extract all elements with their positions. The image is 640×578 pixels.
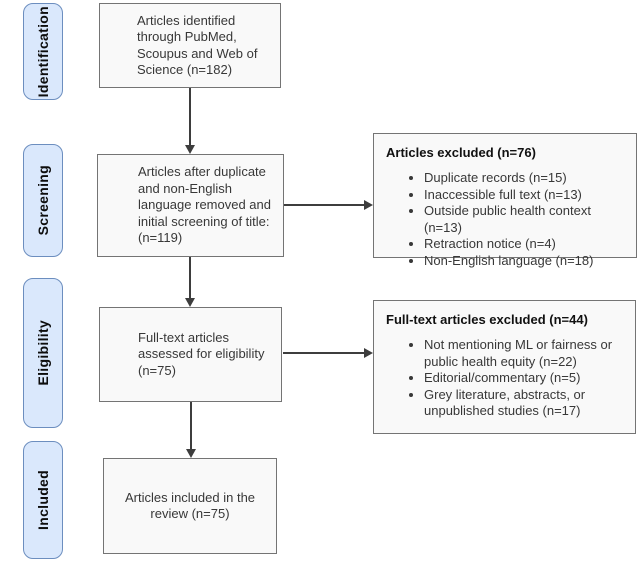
list-item: Editorial/commentary (n=5)	[424, 370, 627, 387]
box-articles-included-text: Articles included in the review (n=75)	[124, 489, 256, 522]
box-articles-excluded: Articles excluded (n=76) Duplicate recor…	[373, 133, 637, 268]
stage-label-identification-text: Identification	[35, 5, 51, 98]
arrow-screened-to-assessed	[185, 257, 195, 307]
arrowhead-right-icon	[364, 348, 373, 358]
list-item: Not mentioning ML or fairness or public …	[424, 337, 627, 370]
box-articles-included: Articles included in the review (n=75)	[103, 458, 277, 554]
box-articles-excluded-title: Articles excluded (n=76)	[386, 145, 536, 160]
stage-label-screening-text: Screening	[35, 165, 51, 236]
arrow-line	[284, 204, 365, 206]
arrow-line	[189, 88, 191, 146]
arrow-assessed-to-included	[186, 402, 196, 458]
arrow-screened-to-excluded	[284, 200, 373, 210]
list-item: Duplicate records (n=15)	[424, 170, 628, 187]
stage-label-included-text: Included	[35, 470, 51, 530]
arrow-identified-to-screened	[185, 88, 195, 154]
box-articles-identified-text: Articles identified through PubMed, Scou…	[137, 12, 258, 78]
arrow-assessed-to-excluded	[283, 348, 373, 358]
stage-label-eligibility-text: Eligibility	[35, 320, 51, 386]
arrowhead-down-icon	[185, 145, 195, 154]
arrowhead-right-icon	[364, 200, 373, 210]
arrow-line	[190, 402, 192, 450]
box-full-text-excluded-title: Full-text articles excluded (n=44)	[386, 312, 588, 327]
box-articles-screened: Articles after duplicate and non-English…	[97, 154, 284, 257]
stage-label-screening: Screening	[23, 144, 63, 257]
box-full-text-assessed: Full-text articles assessed for eligibil…	[99, 307, 282, 402]
arrow-line	[189, 257, 191, 299]
arrow-line	[283, 352, 365, 354]
stage-label-included: Included	[23, 441, 63, 559]
list-item: Retraction notice (n=4)	[424, 236, 628, 253]
list-item: Non-English language (n=18)	[424, 253, 628, 270]
list-item: Inaccessible full text (n=13)	[424, 187, 628, 204]
full-text-excluded-list: Not mentioning ML or fairness or public …	[386, 337, 627, 420]
stage-label-eligibility: Eligibility	[23, 278, 63, 428]
stage-label-identification: Identification	[23, 3, 63, 100]
articles-excluded-list: Duplicate records (n=15) Inaccessible fu…	[386, 170, 628, 269]
box-full-text-assessed-text: Full-text articles assessed for eligibil…	[138, 329, 265, 378]
list-item: Outside public health context (n=13)	[424, 203, 628, 236]
arrowhead-down-icon	[185, 298, 195, 307]
box-full-text-excluded: Full-text articles excluded (n=44) Not m…	[373, 300, 636, 434]
box-articles-screened-text: Articles after duplicate and non-English…	[138, 164, 271, 246]
box-articles-identified: Articles identified through PubMed, Scou…	[99, 3, 281, 88]
arrowhead-down-icon	[186, 449, 196, 458]
list-item: Grey literature, abstracts, or unpublish…	[424, 387, 627, 420]
